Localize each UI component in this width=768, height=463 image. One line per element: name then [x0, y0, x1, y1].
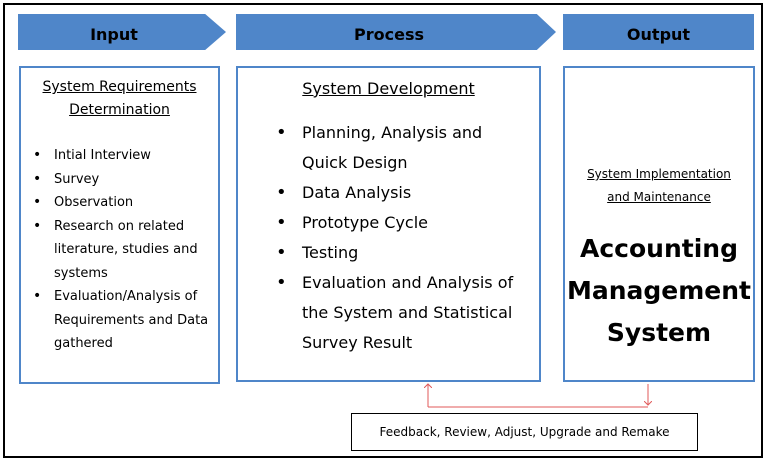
process-header-label: Process [354, 24, 424, 44]
output-panel: System Implementation and Maintenance Ac… [563, 66, 755, 382]
input-header-label: Input [90, 24, 138, 44]
output-header-label: Output [626, 24, 691, 44]
input-list-item: Observation [21, 191, 218, 215]
process-panel-title: System Development [302, 79, 475, 98]
input-list-item: Evaluation/Analysis of Requirements and … [21, 285, 218, 356]
process-list-item: Evaluation and Analysis of the System an… [238, 268, 539, 358]
feedback-box: Feedback, Review, Adjust, Upgrade and Re… [351, 413, 698, 451]
output-main-line1: Accounting [580, 234, 738, 263]
output-subtitle-line2: and Maintenance [607, 190, 711, 204]
process-list-item: Data Analysis [238, 178, 539, 208]
input-list: Intial Interview Survey Observation Rese… [21, 144, 218, 356]
input-title-line1: System Requirements [42, 79, 197, 95]
process-list: Planning, Analysis and Quick Design Data… [238, 118, 539, 358]
input-list-item: Research on related literature, studies … [21, 215, 218, 286]
feedback-label: Feedback, Review, Adjust, Upgrade and Re… [379, 425, 670, 439]
process-list-item: Prototype Cycle [238, 208, 539, 238]
process-header-arrow: Process [236, 14, 556, 50]
process-list-item: Planning, Analysis and Quick Design [238, 118, 539, 178]
process-panel: System Development Planning, Analysis an… [236, 66, 541, 382]
output-header-box: Output [563, 14, 754, 50]
output-main-line2: Management [566, 276, 752, 305]
input-title-line2: Determination [69, 102, 170, 118]
input-list-item: Survey [21, 168, 218, 192]
process-list-item: Testing [238, 238, 539, 268]
output-subtitle-line1: System Implementation [587, 167, 731, 181]
input-panel: System Requirements Determination Intial… [19, 66, 220, 384]
output-main-line3: System [606, 318, 712, 347]
input-panel-title: System Requirements Determination [21, 76, 218, 122]
input-list-item: Intial Interview [21, 144, 218, 168]
input-header-arrow: Input [18, 14, 226, 50]
output-subtitle: System Implementation and Maintenance [565, 163, 753, 209]
output-system-name: Accounting Management System [565, 228, 753, 354]
